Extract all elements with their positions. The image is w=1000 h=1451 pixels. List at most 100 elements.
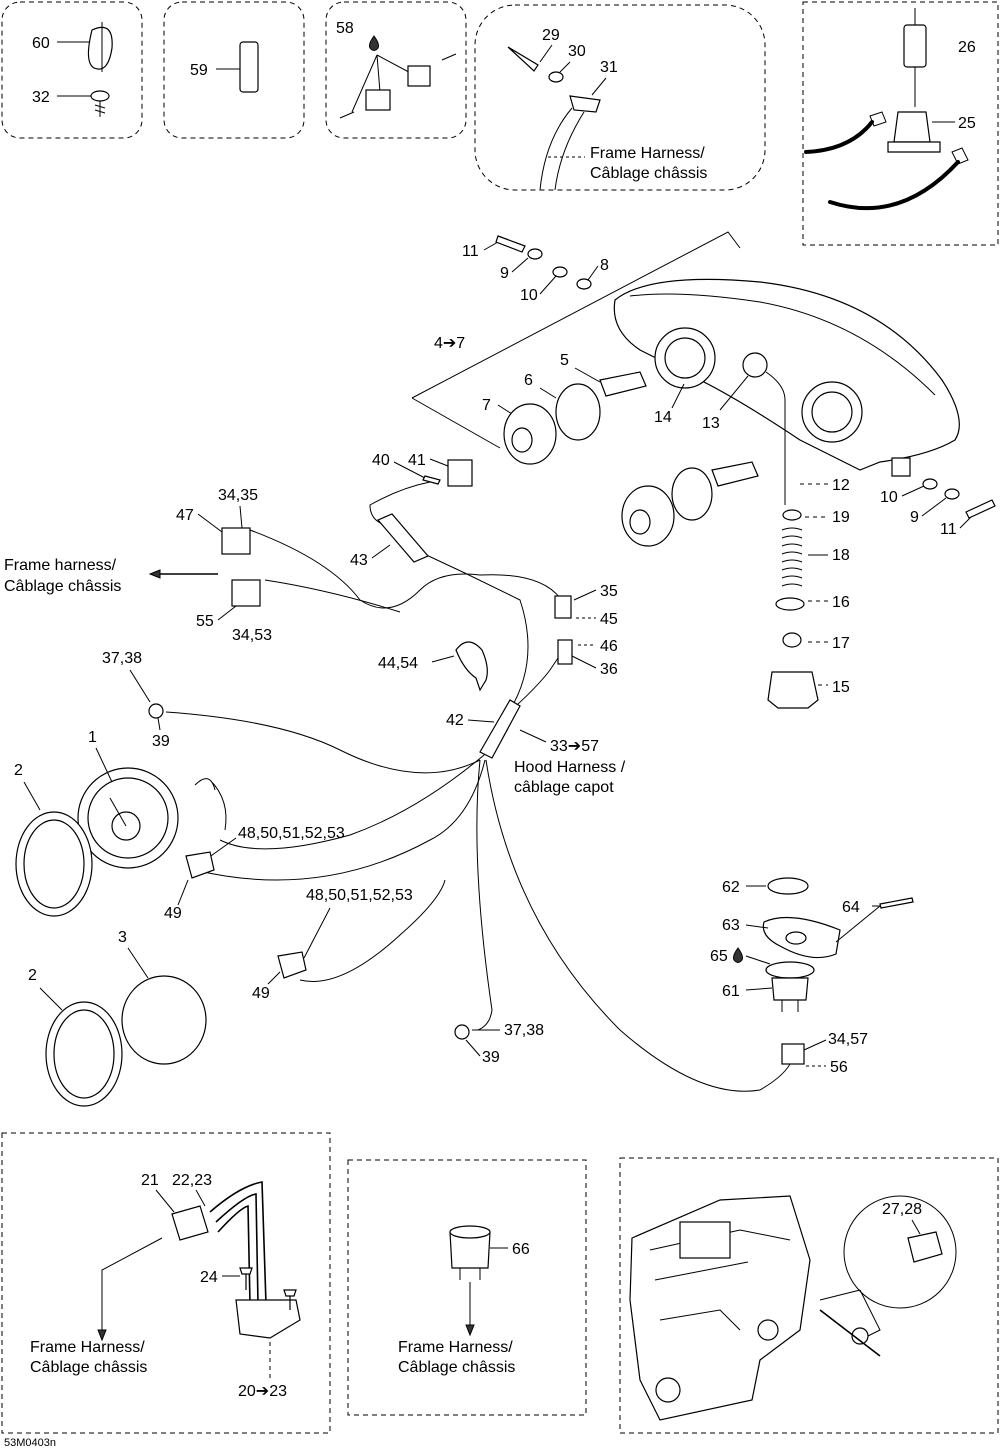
- pilot-lamp-socket: [742, 352, 768, 378]
- callout-34-53: 34,53: [232, 627, 272, 644]
- arrow-down-bm-icon: [465, 1324, 475, 1337]
- sensor-27-icon: [907, 1231, 943, 1263]
- washer-19-icon: [782, 509, 802, 521]
- callout-56: 56: [830, 1059, 848, 1076]
- callout-32: 32: [32, 89, 50, 106]
- retaining-ring-icon: [555, 383, 601, 441]
- bezel-ring-2-bottom: [45, 1001, 123, 1107]
- terminal-40-icon: [422, 475, 441, 485]
- callout-2-top: 2: [14, 762, 23, 779]
- inset-box-60-32: 60 32: [1, 1, 143, 139]
- spring-stack: [767, 509, 819, 709]
- callout-22-23: 22,23: [172, 1172, 212, 1189]
- callout-19: 19: [832, 509, 850, 526]
- switch-body-icon: [903, 24, 927, 68]
- callout-48-bottom: 48,50,51,52,53: [306, 887, 413, 904]
- connector-47-icon: [221, 527, 251, 555]
- callout-60: 60: [32, 35, 50, 52]
- connector-55-icon: [231, 579, 261, 607]
- inset-box-29-31: 29 30 31 Frame Harness/ Câblage châssis: [474, 4, 766, 191]
- callout-10-right: 10: [880, 489, 898, 506]
- arrow-left-icon: [148, 569, 161, 579]
- callout-15: 15: [832, 679, 850, 696]
- speedometer-gauge: [77, 767, 179, 869]
- headlamp-housing: [613, 278, 960, 471]
- bracket-20-icon: [235, 1299, 301, 1339]
- hood-harness-wires: [165, 481, 793, 1092]
- callout-58: 58: [336, 20, 354, 37]
- ring-62-icon: [767, 877, 809, 895]
- callout-21: 21: [141, 1172, 159, 1189]
- callout-17: 17: [832, 635, 850, 652]
- socket-61-rim: [765, 961, 815, 979]
- callout-59: 59: [190, 62, 208, 79]
- callout-66: 66: [512, 1241, 530, 1258]
- callout-65: 65: [710, 948, 728, 965]
- frame-harness-top-fr: Frame Harness/: [590, 145, 705, 162]
- callout-64: 64: [842, 899, 860, 916]
- inset-box-20-24: 21 22,23 24 Frame Harness/ Câblage châss…: [1, 1132, 331, 1434]
- nut-17-icon: [782, 632, 802, 648]
- washer-9-right-icon: [944, 488, 960, 500]
- callout-45: 45: [600, 611, 618, 628]
- frame-harness-left-2: Câblage châssis: [4, 578, 121, 595]
- hood-harness-fr: Hood Harness /: [514, 759, 626, 776]
- callout-10-top: 10: [520, 287, 538, 304]
- washer-10-top-icon: [552, 266, 568, 278]
- socket-61-icon: [771, 977, 809, 1001]
- callout-33-57: 33➔57: [550, 738, 599, 755]
- connector-21-icon: [171, 1205, 209, 1241]
- inset-box-58: 58: [325, 1, 467, 139]
- connector-male-icon: [407, 65, 431, 87]
- sensor-icon: [893, 111, 931, 143]
- frame-harness-top-en: Câblage châssis: [590, 165, 707, 182]
- frame-harness-bm-1: Frame Harness/: [398, 1339, 513, 1356]
- callout-16: 16: [832, 594, 850, 611]
- callout-30: 30: [568, 43, 586, 60]
- inset-box-engine: 27,28: [619, 1157, 999, 1434]
- pin-icon: [507, 46, 539, 72]
- headlamp-bulb-icon: [599, 371, 647, 397]
- detail-circle: [843, 1195, 957, 1309]
- callout-9-top: 9: [500, 265, 509, 282]
- connector-48-bottom-icon: [277, 951, 307, 979]
- callout-35: 35: [600, 583, 618, 600]
- cable-tie-clip-icon: [87, 26, 113, 70]
- callout-61: 61: [722, 983, 740, 1000]
- second-ring-icon: [671, 467, 713, 521]
- callout-41: 41: [408, 452, 426, 469]
- pin-64-icon: [879, 897, 914, 909]
- cable-tie-44-icon: [455, 641, 488, 692]
- connector-35-icon: [554, 595, 572, 619]
- clamp-icon: [569, 95, 601, 113]
- frame-harness-bl-1: Frame Harness/: [30, 1339, 145, 1356]
- callout-14: 14: [654, 409, 672, 426]
- callout-1: 1: [88, 729, 97, 746]
- callout-62: 62: [722, 879, 740, 896]
- frame-harness-bm-2: Câblage châssis: [398, 1359, 515, 1376]
- callout-39-bottom: 39: [482, 1049, 500, 1066]
- inset-box-59: 59: [163, 1, 305, 139]
- callout-7: 7: [482, 397, 491, 414]
- callout-37-38-bottom: 37,38: [504, 1022, 544, 1039]
- callout-6: 6: [524, 372, 533, 389]
- callout-44-54: 44,54: [378, 655, 418, 672]
- callout-9-right: 9: [910, 509, 919, 526]
- screw-11-right-icon: [965, 499, 996, 519]
- inset-box-25-26: 26 25: [802, 1, 999, 246]
- callout-13: 13: [702, 415, 720, 432]
- callout-26: 26: [958, 39, 976, 56]
- grease-drop-65-icon: [733, 947, 743, 963]
- frame-harness-left-1: Frame harness/: [4, 557, 117, 574]
- engine-top-component: [679, 1221, 731, 1259]
- callout-12: 12: [832, 477, 850, 494]
- grommet-37-bottom-icon: [454, 1024, 470, 1040]
- connector-female-icon: [365, 89, 391, 111]
- grease-drop-icon: [369, 35, 379, 51]
- callout-2-bottom: 2: [28, 967, 37, 984]
- callout-63: 63: [722, 917, 740, 934]
- screw-icon: [90, 90, 110, 102]
- nut-8-icon: [576, 278, 592, 290]
- sleeve-icon: [239, 41, 259, 93]
